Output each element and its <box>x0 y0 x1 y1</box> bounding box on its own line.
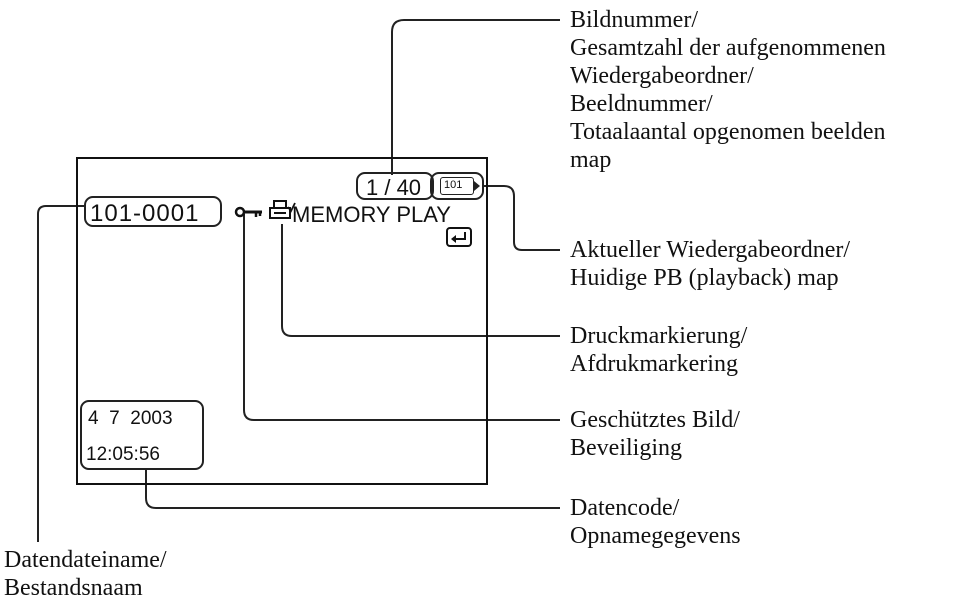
callout-image-number-l1: Bildnummer/ <box>570 7 698 33</box>
leader-print-mark <box>281 224 560 337</box>
leader-current-folder <box>482 185 560 251</box>
callout-data-code-l1: Datencode/ <box>570 495 680 521</box>
folder-badge-icon: 101 <box>440 177 480 195</box>
mode-text: MEMORY PLAY <box>292 202 451 227</box>
date-text: 4 7 2003 <box>88 408 173 429</box>
callout-image-number-l3: Wiedergabeordner/ <box>570 63 754 89</box>
callout-protected-l1: Geschütztes Bild/ <box>570 407 740 433</box>
callout-print-mark-l1: Druckmarkierung/ <box>570 323 748 349</box>
callout-data-code-l2: Opnamegegevens <box>570 523 741 549</box>
time-text: 12:05:56 <box>86 444 160 465</box>
image-counter: 1 / 40 <box>366 175 422 200</box>
callout-file-name-l1: Datendateiname/ <box>4 547 167 573</box>
protect-key-icon <box>234 205 264 223</box>
callout-image-number: Bildnummer/ Gesamtzahl der aufgenommenen… <box>570 6 886 174</box>
leader-data-code <box>145 470 560 509</box>
leader-image-number <box>391 19 560 175</box>
leader-protected <box>243 214 560 421</box>
return-icon <box>446 227 472 251</box>
callout-current-folder-l1: Aktueller Wiedergabeordner/ <box>570 237 851 263</box>
file-name-text: 101-0001 <box>90 200 200 227</box>
callout-current-folder: Aktueller Wiedergabeordner/ Huidige PB (… <box>570 236 850 292</box>
callout-image-number-l6: map <box>570 147 612 173</box>
callout-image-number-l5: Totaalaantal opgenomen beelden <box>570 119 886 145</box>
callout-image-number-l2: Gesamtzahl der aufgenommenen <box>570 35 886 61</box>
callout-print-mark-l2: Afdrukmarkering <box>570 351 738 377</box>
print-mark-icon <box>268 199 296 227</box>
callout-print-mark: Druckmarkierung/ Afdrukmarkering <box>570 322 747 378</box>
counter-highlight <box>356 172 434 200</box>
callout-protected-l2: Beveiliging <box>570 435 682 461</box>
folder-highlight <box>430 172 484 200</box>
callout-file-name-l2: Bestandsnaam <box>4 575 143 601</box>
callout-protected: Geschütztes Bild/ Beveiliging <box>570 406 740 462</box>
callout-image-number-l4: Beeldnummer/ <box>570 91 713 117</box>
lcd-screen: 1 / 40 101 101-0001 MEMORY PLAY 4 7 <box>76 157 488 485</box>
callout-current-folder-l2: Huidige PB (playback) map <box>570 265 839 291</box>
file-name-highlight <box>84 196 222 227</box>
callout-data-code: Datencode/ Opnamegegevens <box>570 494 741 550</box>
callout-file-name: Datendateiname/ Bestandsnaam <box>4 546 167 602</box>
date-code-highlight <box>80 400 204 470</box>
leader-file-name <box>37 205 84 542</box>
